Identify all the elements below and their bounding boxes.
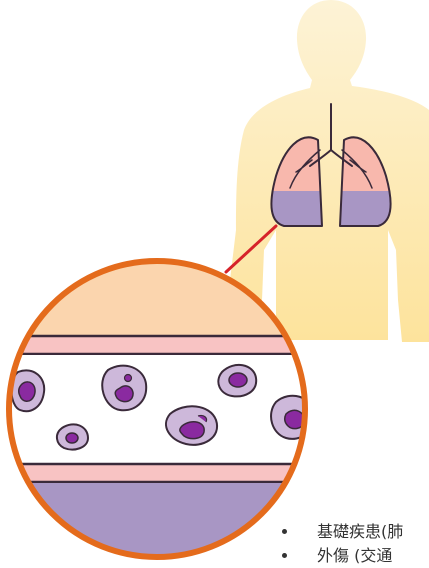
cell — [11, 370, 44, 411]
magnified-view — [0, 250, 320, 568]
cell — [102, 366, 146, 411]
cause-list: 基礎疾患(肺 外傷 (交通 — [282, 520, 403, 568]
list-item: 基礎疾患(肺 — [282, 520, 403, 544]
bullet-icon — [282, 553, 287, 558]
list-item: 外傷 (交通 — [282, 544, 403, 568]
human-body-silhouette — [230, 0, 429, 342]
cell — [218, 365, 256, 396]
cell — [57, 424, 88, 449]
cell — [166, 406, 217, 445]
bullet-icon — [282, 529, 287, 534]
list-item-text: 基礎疾患(肺 — [317, 522, 403, 541]
list-item-text: 外傷 (交通 — [317, 546, 392, 565]
